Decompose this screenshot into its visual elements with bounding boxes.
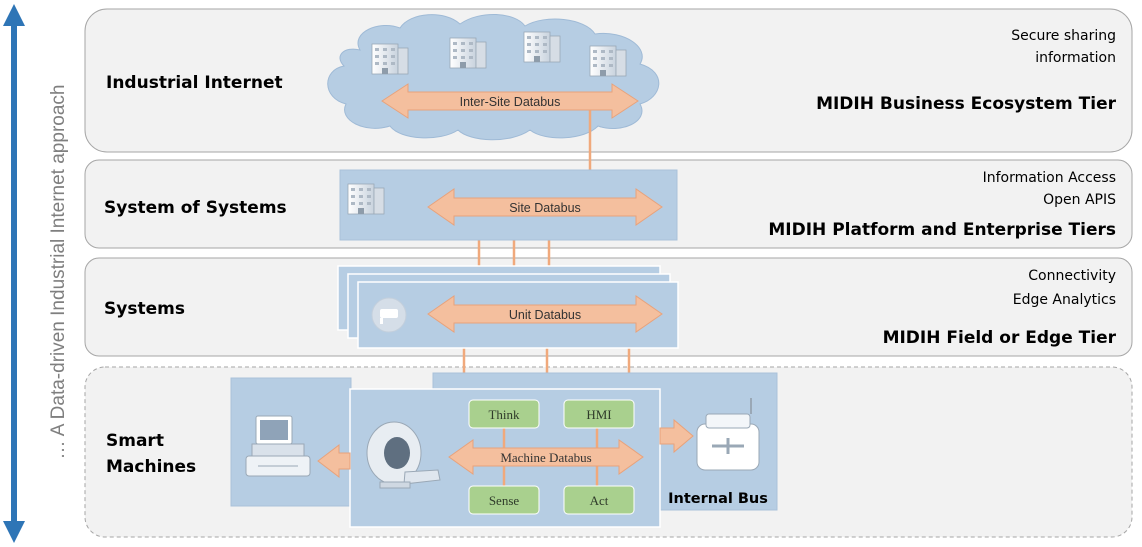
module-sense-label: Sense: [489, 493, 520, 508]
module-think: [468, 399, 540, 429]
machine-databus-arrow: [448, 439, 644, 475]
unit-icon: [371, 297, 407, 333]
smart-machines-label-line1: Smart: [106, 431, 164, 451]
building-icon: [589, 45, 627, 77]
module-act: [563, 485, 635, 515]
building-icon: [347, 183, 385, 215]
systems-desc-line1: Connectivity: [1028, 268, 1116, 284]
systems-label: Systems: [104, 299, 185, 319]
inter-site-databus-arrow: [381, 83, 639, 119]
site-databus-arrow: [427, 188, 663, 226]
building-icon: [371, 43, 409, 75]
medical-cart-icon: [696, 398, 760, 471]
building-icon: [449, 37, 487, 69]
module-sense: [468, 485, 540, 515]
side-arrow: [3, 4, 25, 543]
module-hmi-label: HMI: [586, 407, 611, 422]
module-hmi: [563, 399, 635, 429]
systems-desc-line2: Edge Analytics: [1013, 292, 1116, 308]
platform-enterprise-tier-title: MIDIH Platform and Enterprise Tiers: [768, 220, 1116, 240]
monitor-device-icon: [245, 415, 311, 477]
field-edge-tier-title: MIDIH Field or Edge Tier: [883, 328, 1117, 348]
internal-bus-label: Internal Bus: [668, 491, 768, 507]
industrial-internet-label: Industrial Internet: [106, 73, 283, 93]
system-of-systems-label: System of Systems: [104, 198, 287, 218]
inter-site-databus-label: Inter-Site Databus: [460, 95, 561, 109]
building-icon: [523, 31, 561, 63]
module-think-label: Think: [488, 407, 520, 422]
business-ecosystem-tier-title: MIDIH Business Ecosystem Tier: [816, 94, 1117, 114]
unit-databus-arrow: [427, 295, 663, 333]
industrial-internet-desc-line1: Secure sharing: [1011, 28, 1116, 44]
machine-panel-left: [230, 377, 352, 507]
industrial-internet-desc-line2: information: [1035, 50, 1116, 66]
site-databus-label: Site Databus: [509, 201, 581, 215]
unit-databus-label: Unit Databus: [509, 308, 581, 322]
output-arrow-right: [659, 418, 694, 454]
machine-databus-label: Machine Databus: [500, 450, 591, 465]
system-of-systems-desc-line1: Information Access: [983, 170, 1116, 186]
cloud-icon: [327, 13, 660, 141]
output-arrow-left: [317, 443, 351, 479]
side-label: … A Data-driven Industrial Internet appr…: [48, 85, 69, 460]
system-of-systems-desc-line2: Open APIS: [1043, 192, 1116, 208]
module-act-label: Act: [590, 493, 609, 508]
smart-machines-label-line2: Machines: [106, 457, 196, 477]
mri-scanner-icon: [366, 421, 441, 489]
